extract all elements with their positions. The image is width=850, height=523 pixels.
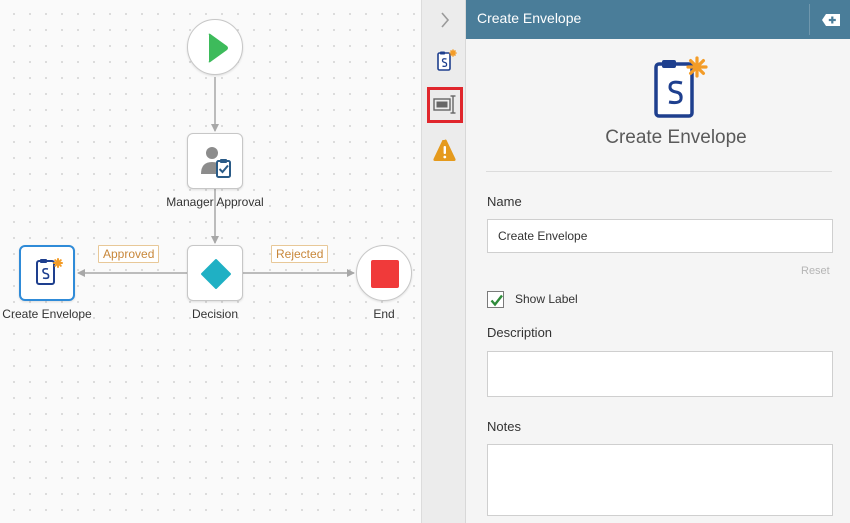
- manager-approval-label: Manager Approval: [166, 195, 264, 209]
- header-divider: [809, 4, 810, 35]
- panel-header-action-button[interactable]: [816, 8, 846, 32]
- textbox-icon: [433, 95, 456, 114]
- connector-lines: [77, 77, 355, 277]
- form-controls-tool-button[interactable]: [427, 87, 463, 123]
- panel-header-title: Create Envelope: [477, 10, 582, 26]
- user-task-icon: [201, 147, 231, 178]
- end-label: End: [373, 307, 395, 321]
- show-label-text: Show Label: [515, 292, 578, 306]
- plus-badge-icon: [822, 14, 840, 26]
- diamond-icon: [201, 259, 231, 289]
- name-input[interactable]: [487, 219, 833, 253]
- docusign-envelope-icon: [437, 49, 457, 71]
- play-icon: [208, 33, 228, 63]
- warnings-tool-button[interactable]: [422, 137, 467, 167]
- show-label-checkbox[interactable]: [487, 291, 504, 308]
- properties-tool-button[interactable]: [422, 47, 467, 77]
- rejected-edge-label[interactable]: Rejected: [271, 245, 329, 263]
- section-divider: [486, 171, 832, 172]
- warning-icon: [433, 139, 456, 161]
- approved-edge-label[interactable]: Approved: [98, 245, 160, 263]
- collapse-panel-button[interactable]: [422, 5, 467, 35]
- start-node[interactable]: [187, 19, 243, 75]
- workflow-canvas[interactable]: Manager Approval Decision Create Envelop…: [0, 0, 421, 523]
- stop-icon: [371, 260, 399, 288]
- manager-approval-node[interactable]: [187, 133, 243, 189]
- reset-link[interactable]: Reset: [801, 265, 830, 277]
- panel-heading: Create Envelope: [605, 127, 747, 148]
- create-envelope-label: Create Envelope: [2, 307, 92, 321]
- side-toolbar: [421, 0, 466, 523]
- properties-panel: Create Envelope Create Envelope Name Res…: [466, 0, 850, 523]
- decision-label: Decision: [191, 307, 239, 321]
- create-envelope-node[interactable]: [19, 245, 75, 301]
- checkmark-icon: [490, 294, 503, 307]
- panel-header: Create Envelope: [466, 0, 850, 39]
- description-input[interactable]: [487, 351, 833, 397]
- end-node[interactable]: [356, 245, 412, 301]
- notes-input[interactable]: [487, 444, 833, 516]
- notes-field-label: Notes: [487, 419, 521, 434]
- decision-node[interactable]: [187, 245, 243, 301]
- name-field-label: Name: [487, 194, 522, 209]
- description-field-label: Description: [487, 325, 553, 340]
- chevron-right-icon: [441, 12, 450, 28]
- docusign-envelope-icon: [36, 258, 63, 285]
- docusign-envelope-icon: [654, 56, 708, 118]
